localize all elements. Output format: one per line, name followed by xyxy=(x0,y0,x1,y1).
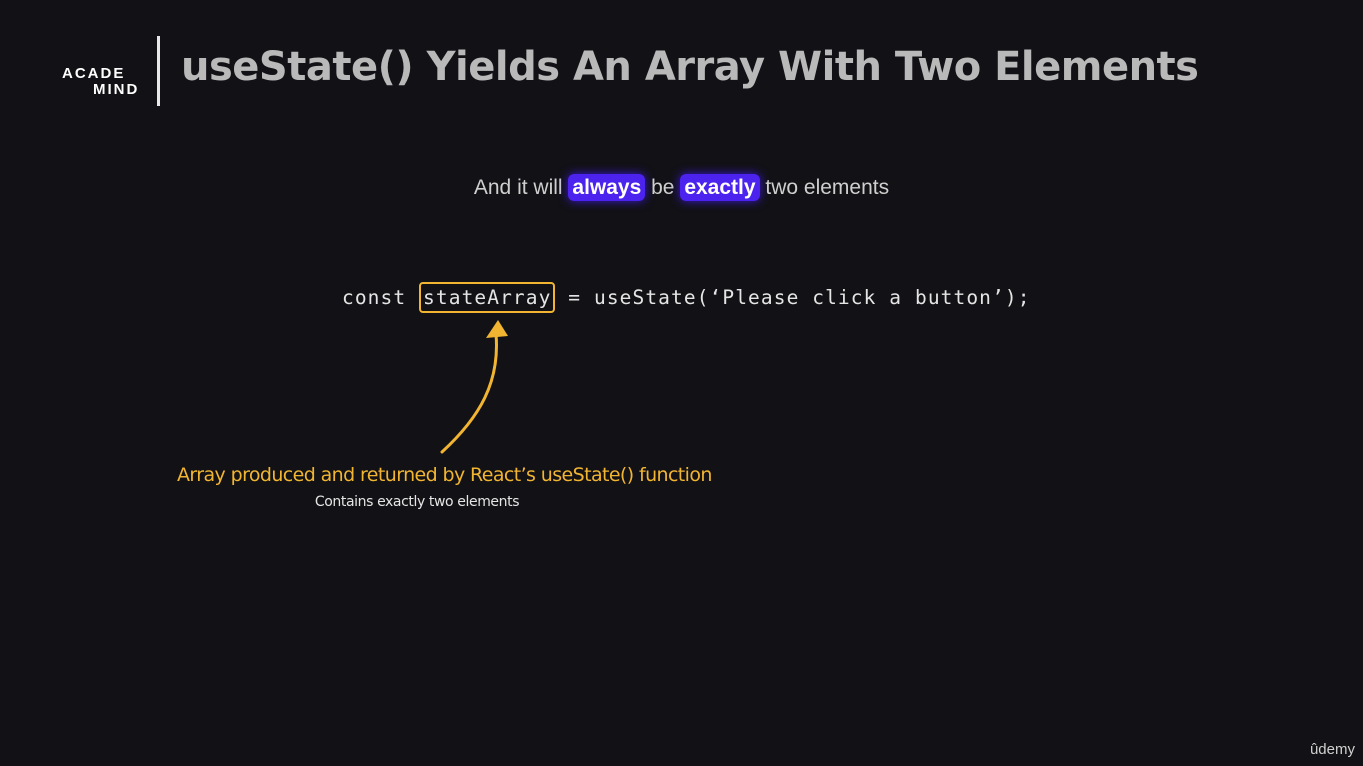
subtitle: And it will always be exactly two elemen… xyxy=(0,174,1363,201)
code-suffix: = useState(‘Please click a button’); xyxy=(555,286,1031,309)
header-divider xyxy=(157,36,160,106)
udemy-watermark: ûdemy xyxy=(1309,741,1355,758)
slide-title: useState() Yields An Array With Two Elem… xyxy=(181,44,1199,90)
logo-text-line1: ACADE xyxy=(62,65,126,82)
state-array-box: stateArray xyxy=(419,282,556,313)
subtitle-part2: be xyxy=(645,176,681,199)
annotation-main-text: Array produced and returned by React’s u… xyxy=(177,464,712,486)
code-prefix: const xyxy=(342,286,420,309)
annotation-arrow-icon xyxy=(440,320,508,454)
logo-text-line2: MIND xyxy=(93,81,140,98)
code-line: const stateArray = useState(‘Please clic… xyxy=(342,282,1031,313)
subtitle-part3: two elements xyxy=(759,176,890,199)
annotation: Array produced and returned by React’s u… xyxy=(177,464,712,510)
annotation-sub-text: Contains exactly two elements xyxy=(314,494,520,510)
highlight-always: always xyxy=(568,174,646,201)
subtitle-part1: And it will xyxy=(473,176,569,199)
highlight-exactly: exactly xyxy=(680,174,760,201)
academind-logo: ACADE MIND xyxy=(52,44,152,104)
